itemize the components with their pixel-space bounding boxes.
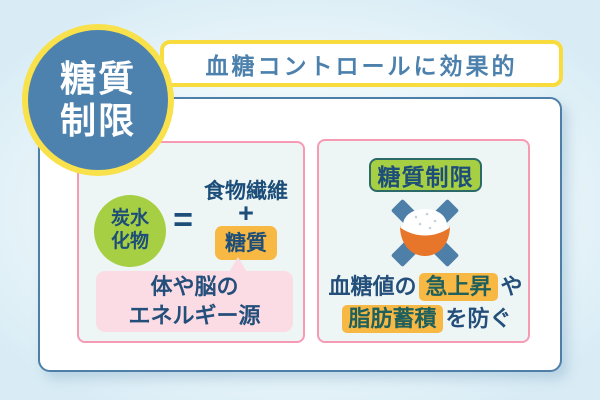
effect-banner: 血糖コントロールに効果的 — [160, 40, 563, 87]
spike-highlight: 急上昇 — [419, 273, 498, 301]
carbohydrate-circle: 炭水 化物 — [94, 195, 166, 267]
effect-banner-text: 血糖コントロールに効果的 — [205, 52, 518, 79]
benefit-line1-pre: 血糖値の — [328, 274, 417, 299]
benefit-line2: 脂肪蓄積を防ぐ — [319, 301, 532, 333]
no-rice-icon — [391, 199, 459, 267]
benefit-line2-post: を防ぐ — [445, 306, 512, 331]
energy-line2: エネルギー源 — [128, 302, 261, 328]
carbohydrate-line2: 化物 — [110, 231, 149, 252]
benefit-line1-post: や — [500, 274, 523, 299]
main-card: 炭水 化物 = 食物繊維 + 糖質 体や脳の エネルギー源 糖質制限 — [38, 97, 562, 372]
energy-source-bubble: 体や脳の エネルギー源 — [96, 271, 293, 332]
carbohydrate-line1: 炭水 — [110, 208, 149, 230]
fat-storage-highlight: 脂肪蓄積 — [342, 305, 443, 333]
rice-bowl-icon — [400, 209, 450, 256]
equals-sign: = — [173, 201, 193, 239]
benefit-line1: 血糖値の急上昇や — [319, 269, 532, 301]
sugar-highlight-row: 糖質 — [190, 226, 302, 260]
speech-bubble-tail — [229, 257, 247, 272]
restriction-tag: 糖質制限 — [369, 158, 482, 192]
carbohydrate-panel: 炭水 化物 = 食物繊維 + 糖質 体や脳の エネルギー源 — [77, 141, 305, 343]
badge-line2: 制限 — [59, 100, 136, 141]
badge-line1: 糖質 — [59, 58, 136, 100]
plus-sign: + — [238, 198, 254, 228]
energy-line1: 体や脳の — [150, 274, 239, 300]
restriction-panel: 糖質制限 血糖値の急上昇や — [317, 139, 530, 343]
fiber-label: 食物繊維 — [204, 180, 288, 203]
restriction-badge: 糖質 制限 — [22, 24, 174, 176]
sugar-highlight: 糖質 — [215, 226, 277, 260]
